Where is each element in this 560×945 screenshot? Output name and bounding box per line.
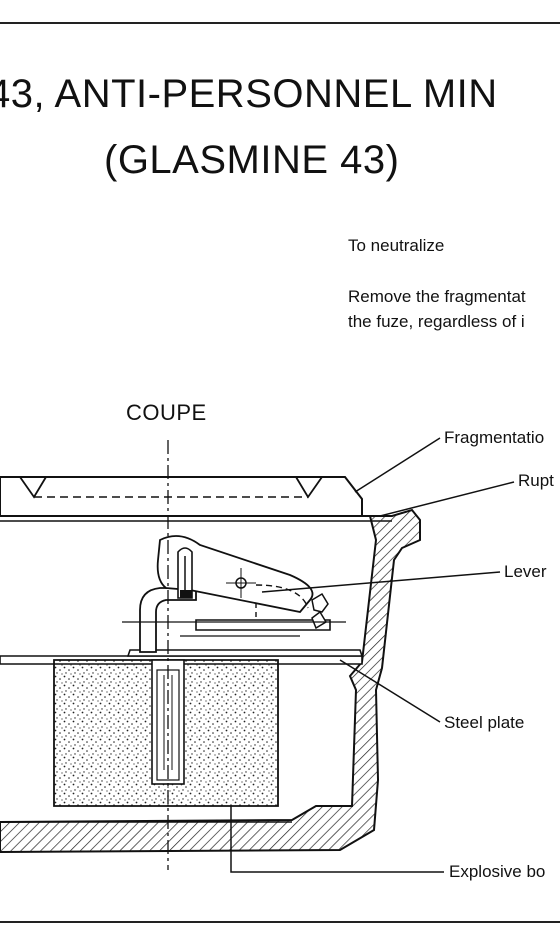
fuze-assembly <box>122 535 346 653</box>
label-steel-plate: Steel plate <box>444 713 525 732</box>
leader-lines <box>230 437 515 873</box>
neutralize-text-line-2: the fuze, regardless of i <box>348 312 525 331</box>
section-label: COUPE <box>126 400 207 425</box>
explosive-block <box>53 659 279 807</box>
fragmentation-lid <box>0 476 392 522</box>
title-line-1: 43, ANTI-PERSONNEL MIN <box>0 72 498 116</box>
label-lever: Lever <box>504 562 547 581</box>
top-border-line <box>0 22 560 24</box>
bottom-border-line <box>0 921 560 923</box>
steel-plate <box>126 649 364 657</box>
neutralize-heading: To neutralize <box>348 236 445 255</box>
label-rupture: Rupt <box>518 471 554 490</box>
title-line-2: (GLASMINE 43) <box>104 138 400 182</box>
label-explosive: Explosive bo <box>449 862 546 881</box>
neutralize-text-line-1: Remove the fragmentat <box>348 287 526 306</box>
label-fragmentation: Fragmentatio <box>444 428 545 447</box>
